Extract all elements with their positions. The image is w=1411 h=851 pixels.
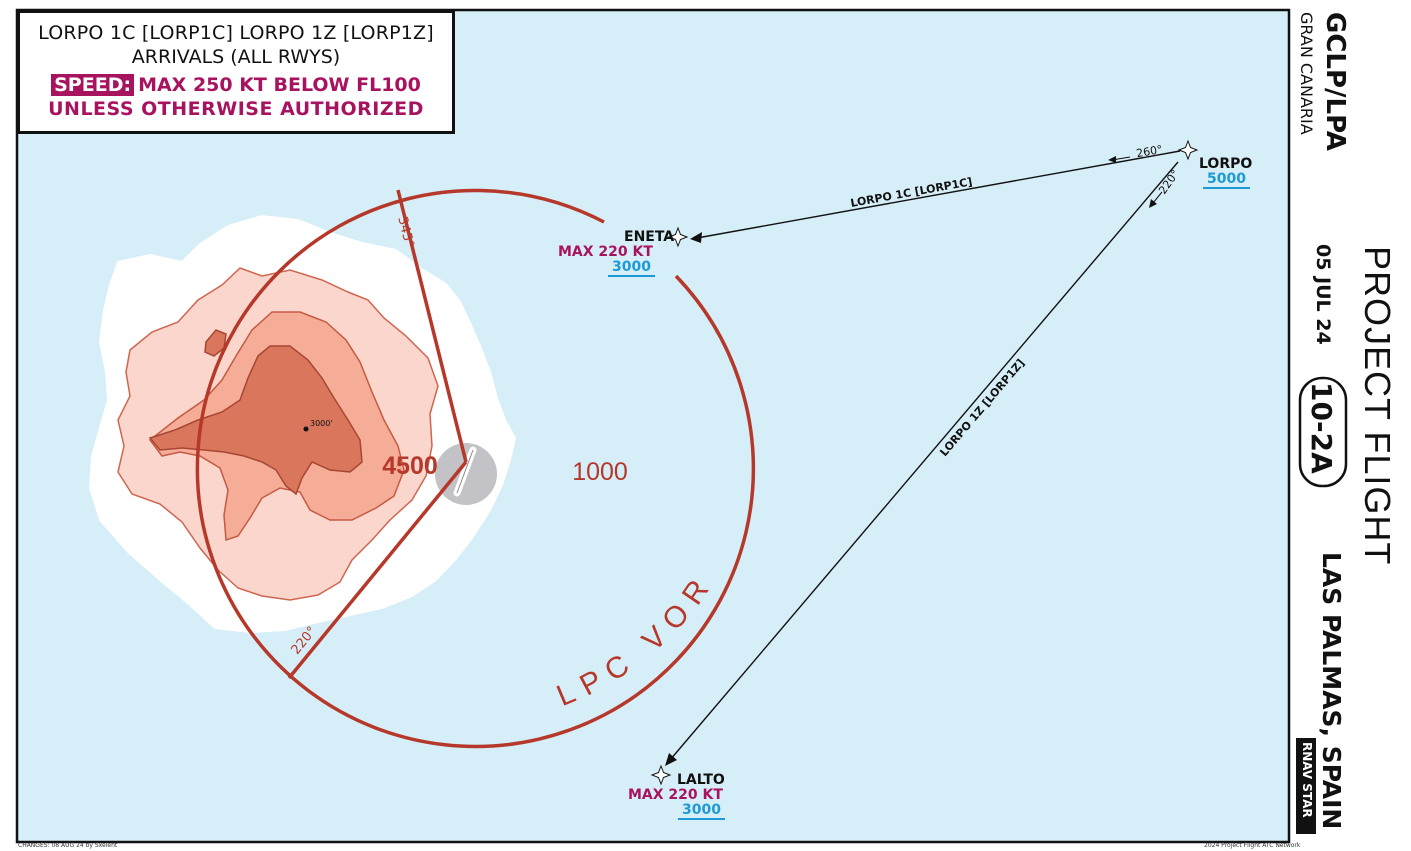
lorpo-altitude: 5000 [1203,171,1250,189]
course-220-arrow [1149,199,1157,208]
course-220-line [1152,191,1163,204]
route-lorp1z-arrow [665,753,677,766]
eneta-speed: MAX 220 KT [558,244,653,260]
lalto-name: LALTO [677,772,725,788]
speed-restriction-line-2: UNLESS OTHERWISE AUTHORIZED [48,98,424,120]
lorpo-name: LORPO [1199,156,1253,172]
title-line-2: ARRIVALS (ALL RWYS) [131,46,341,68]
msa-radial-345 [396,189,468,463]
msa-radial-220 [287,460,468,680]
msa-sector-east: 1000 [572,458,628,486]
chart-type: RNAV STAR [1300,742,1314,818]
airport-name: GRAN CANARIA [1297,12,1316,135]
route-lorp1c-arrow [690,232,702,243]
speed-label: SPEED: [51,74,135,96]
lalto-altitude: 3000 [678,802,725,820]
eneta-fix-icon [667,226,689,248]
copyright-note: 2024 Project Flight ATC Network [1204,842,1301,849]
route-lorp1c [696,150,1181,239]
location-name: LAS PALMAS, SPAIN [1317,552,1346,830]
speed-restriction: SPEED:MAX 250 KT BELOW FL100 [20,74,452,96]
chart-date: 05 JUL 24 [1312,244,1334,345]
msa-radial-345-label: 345° [394,215,416,249]
eneta-name: ENETA [624,229,675,245]
peak-label: 3000' [310,419,333,428]
speed-text: MAX 250 KT BELOW FL100 [138,74,421,96]
lalto-speed: MAX 220 KT [628,787,723,803]
lalto-fix-icon [650,764,672,786]
chart-number-box [1298,376,1348,488]
msa-sector-west: 4500 [382,452,438,480]
peak-dot [303,426,309,432]
chart-number: 10-2A [1305,382,1338,474]
airport-icao: GCLP/LPA [1320,12,1350,151]
course-260-arrow [1108,156,1116,163]
chart-title-box: LORPO 1C [LORP1C] LORPO 1Z [LORP1Z] ARRI… [17,10,455,134]
title-line-1: LORPO 1C [LORP1C] LORPO 1Z [LORP1Z] [38,22,434,44]
lorpo-fix-icon [1177,139,1199,161]
eneta-altitude: 3000 [608,259,655,277]
runway-centerline [456,449,474,494]
chart-type-badge [1296,738,1316,834]
course-260-label: 260° [1135,143,1163,160]
changes-note: CHANGES: 08 AUG 24 by Sxelent [18,842,118,849]
terrain-high [148,345,363,496]
route-lorp1z [669,161,1179,761]
publisher-name: PROJECT FLIGHT [1357,246,1398,566]
msa-circle [195,188,756,749]
